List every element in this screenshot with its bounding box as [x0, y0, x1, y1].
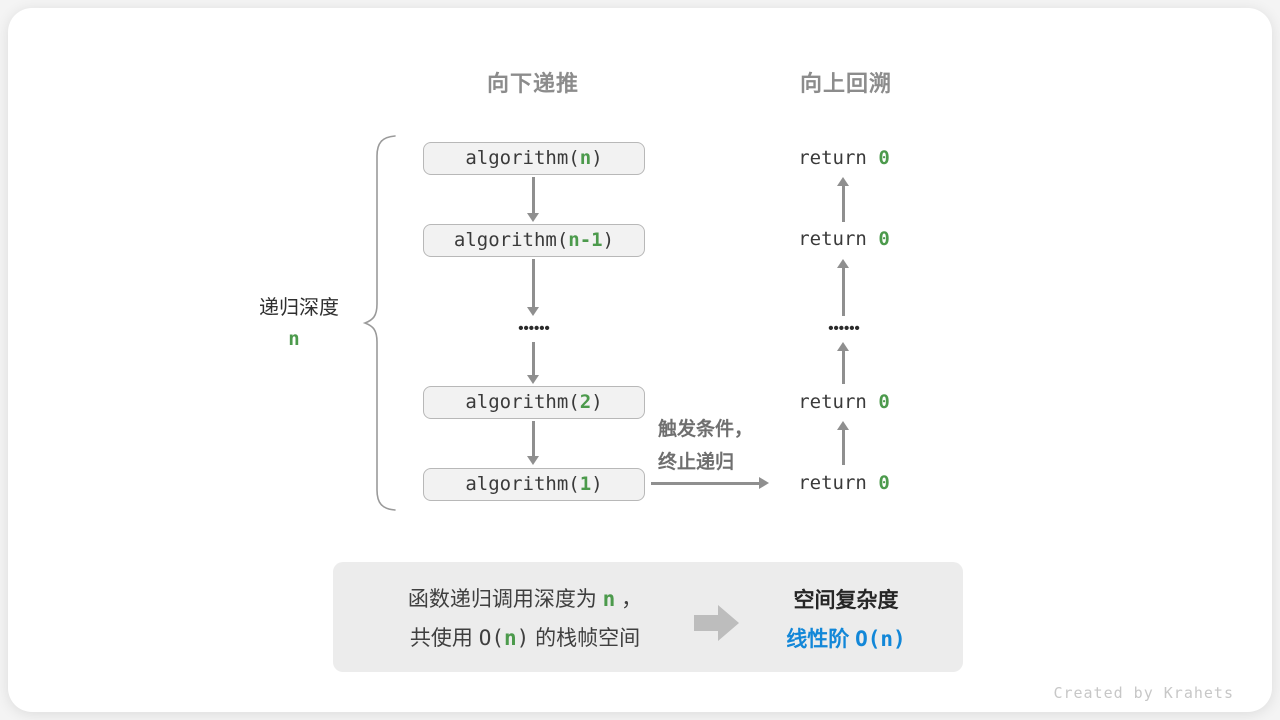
space-complexity-title: 空间复杂度 — [793, 589, 899, 612]
return-value: 0 — [878, 147, 890, 169]
backtrack-ellipsis: •••••• — [828, 320, 860, 337]
code-text: ) — [591, 391, 603, 413]
code-text: return — [798, 472, 879, 494]
trigger-note-line1: 触发条件， — [658, 419, 754, 440]
code-text: return — [798, 391, 879, 413]
recurse-ellipsis: •••••• — [518, 320, 550, 337]
backtrack-arrow-up-icon — [837, 421, 849, 465]
terminate-arrow-right-icon — [651, 477, 769, 489]
summary-line2: 共使用 O(n) 的栈帧空间 — [360, 619, 690, 658]
code-text: algorithm( — [465, 147, 580, 169]
return-value: 0 — [878, 228, 890, 250]
result-code: O(n) — [855, 627, 906, 651]
summary-text: ， — [615, 588, 643, 611]
summary-box — [333, 562, 963, 672]
code-text: return — [798, 147, 879, 169]
summary-n: n — [503, 626, 517, 650]
summary-code: ) — [516, 626, 530, 650]
recurse-arrow-down-icon — [527, 421, 539, 465]
call-box-n-1: algorithm(n-1) — [423, 224, 645, 257]
space-complexity-result: 线性阶 O(n) — [746, 623, 946, 653]
code-arg: 2 — [579, 391, 592, 413]
backtrack-arrow-up-icon — [837, 342, 849, 384]
code-text: ) — [591, 473, 603, 495]
return-value: 0 — [878, 391, 890, 413]
summary-n: n — [602, 587, 616, 611]
call-box-1: algorithm(1) — [423, 468, 645, 501]
recurse-arrow-down-icon — [527, 259, 539, 316]
trigger-note-line2: 终止递归 — [658, 452, 735, 473]
code-text: algorithm( — [465, 391, 580, 413]
diagram-card: 向下递推 向上回溯 递归深度 n algorithm(n) algorithm(… — [8, 8, 1272, 712]
summary-text: 的栈帧空间 — [529, 627, 641, 650]
code-arg: 1 — [579, 473, 592, 495]
summary-line1: 函数递归调用深度为 n ， — [360, 580, 690, 619]
depth-brace — [362, 135, 396, 511]
code-text: algorithm( — [465, 473, 580, 495]
recurse-column-header: 向下递推 — [486, 71, 579, 96]
return-row: return 0 — [784, 228, 904, 250]
code-text: algorithm( — [453, 229, 569, 251]
return-value: 0 — [878, 472, 890, 494]
summary-text: 函数递归调用深度为 — [407, 588, 603, 611]
code-arg: n — [579, 147, 592, 169]
summary-code: O( — [478, 626, 504, 650]
code-text: return — [798, 228, 879, 250]
call-box-2: algorithm(2) — [423, 386, 645, 419]
summary-text: 共使用 — [409, 627, 479, 650]
summary-description: 函数递归调用深度为 n ， 共使用 O(n) 的栈帧空间 — [360, 580, 690, 658]
return-row: return 0 — [784, 147, 904, 169]
recurse-arrow-down-icon — [527, 177, 539, 222]
code-text: ) — [602, 229, 615, 251]
return-row: return 0 — [784, 472, 904, 494]
code-arg: n-1 — [568, 229, 603, 251]
depth-value: n — [288, 328, 300, 350]
code-text: ) — [591, 147, 603, 169]
backtrack-arrow-up-icon — [837, 177, 849, 222]
return-row: return 0 — [784, 391, 904, 413]
credit-text: Created by Krahets — [1053, 684, 1234, 702]
depth-label: 递归深度 — [259, 297, 339, 319]
call-box-n: algorithm(n) — [423, 142, 645, 175]
backtrack-arrow-up-icon — [837, 259, 849, 316]
recurse-arrow-down-icon — [527, 342, 539, 384]
backtrack-column-header: 向上回溯 — [799, 71, 892, 96]
result-text: 线性阶 — [786, 628, 856, 651]
implies-arrow-icon — [694, 605, 739, 641]
